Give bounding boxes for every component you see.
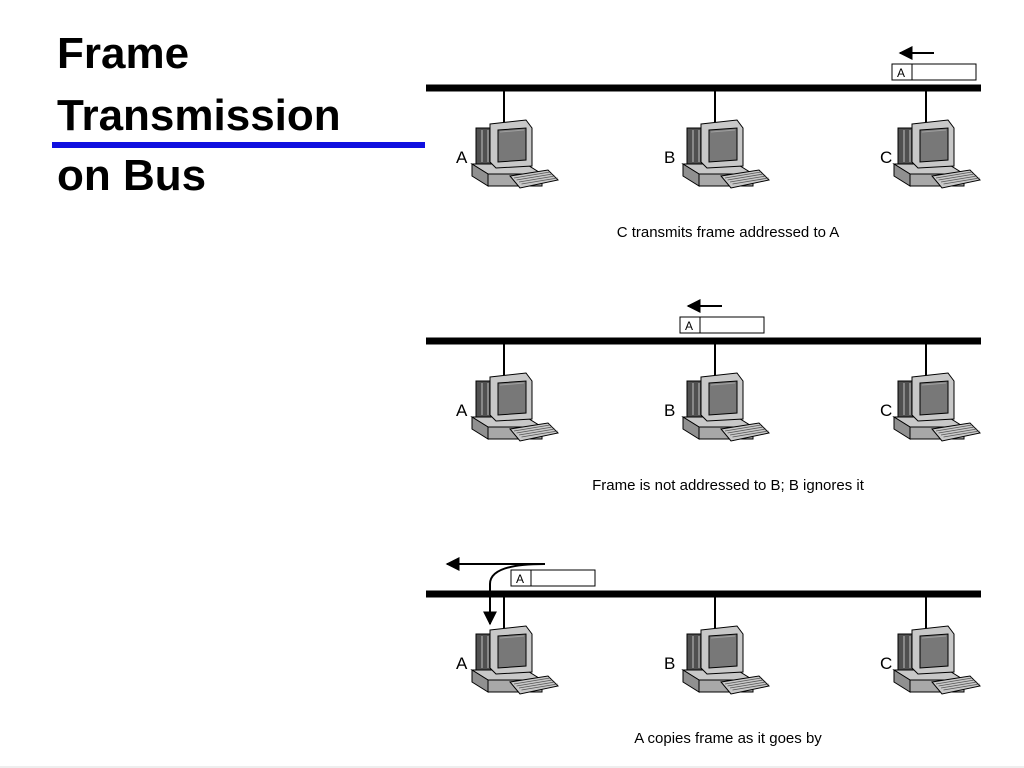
frame-address: A xyxy=(685,319,693,333)
panel-caption: Frame is not addressed to B; B ignores i… xyxy=(592,477,865,494)
title-line-1: Frame xyxy=(57,29,190,78)
copy-arrow-icon xyxy=(483,563,545,626)
computer-c-icon xyxy=(892,625,982,695)
station-label-b: B xyxy=(664,148,675,167)
computer-c-icon xyxy=(892,119,982,189)
station-label-c: C xyxy=(880,654,892,673)
frame-box xyxy=(510,569,596,587)
computer-c-icon xyxy=(892,372,982,442)
slide-bottom-edge xyxy=(0,766,1024,768)
title-line-3: on Bus xyxy=(57,151,207,200)
computer-a-icon xyxy=(470,625,560,695)
panel-caption: C transmits frame addressed to A xyxy=(617,224,840,241)
bus-panel-1: A B C A C transmits frame addressed to A xyxy=(426,46,982,241)
computer-a-icon xyxy=(470,372,560,442)
station-label-c: C xyxy=(880,148,892,167)
station-label-a: A xyxy=(456,654,468,673)
station-label-a: A xyxy=(456,148,468,167)
computer-a-icon xyxy=(470,119,560,189)
bus-panel-3: A B C A A copies frame as it goes by xyxy=(426,557,982,747)
panel-caption: A copies frame as it goes by xyxy=(634,730,822,747)
frame-address: A xyxy=(897,66,905,80)
computer-b-icon xyxy=(681,119,771,189)
station-label-b: B xyxy=(664,401,675,420)
frame-box xyxy=(679,316,765,334)
computer-b-icon xyxy=(681,372,771,442)
frame-address: A xyxy=(516,572,524,586)
title-line-2: Transmission xyxy=(57,91,341,140)
computer-b-icon xyxy=(681,625,771,695)
frame-box xyxy=(891,63,977,81)
title-underline xyxy=(52,142,425,148)
station-label-a: A xyxy=(456,401,468,420)
bus-panel-2: A B C A Frame is not addressed to B; B ignor… xyxy=(426,299,982,494)
station-label-b: B xyxy=(664,654,675,673)
station-label-c: C xyxy=(880,401,892,420)
